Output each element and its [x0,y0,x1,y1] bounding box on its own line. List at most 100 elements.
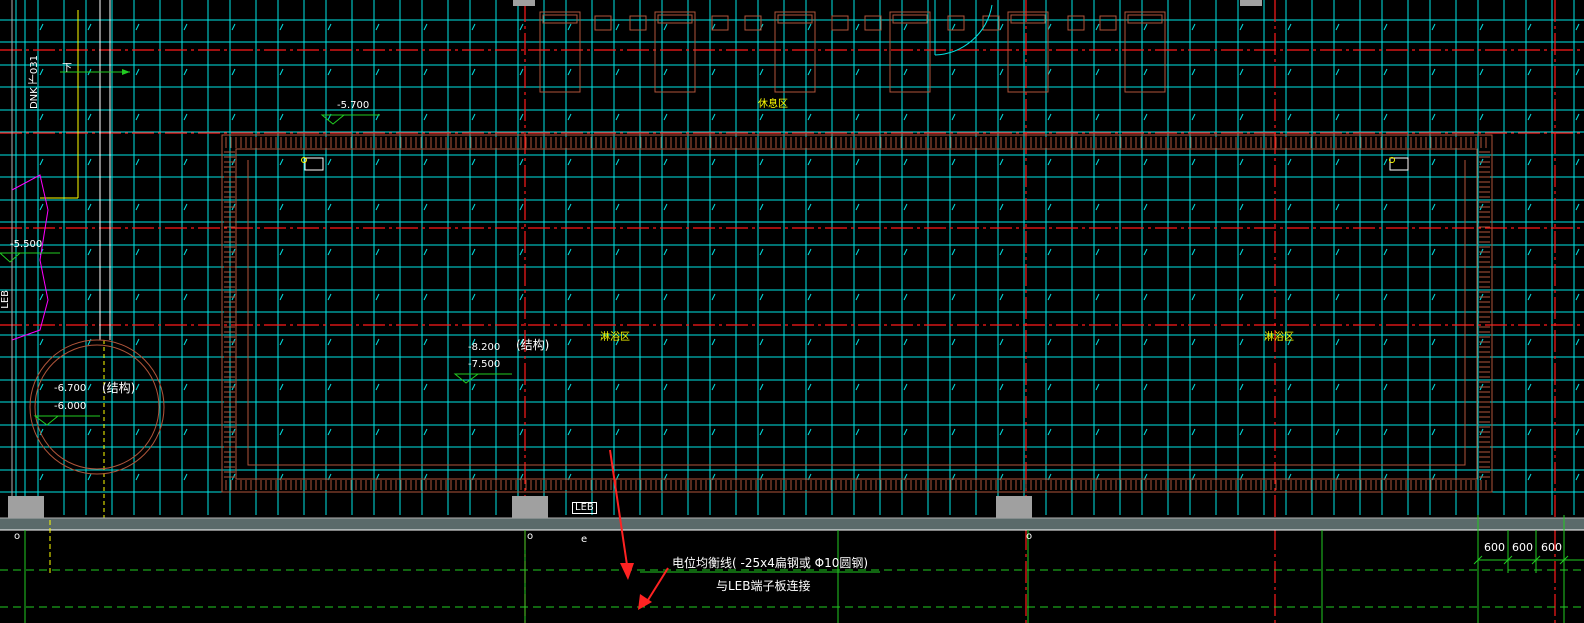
rebar-tick [1239,338,1244,346]
elevation-label-6: -6.000 [54,401,87,412]
rebar-tick [1527,338,1532,346]
rebar-tick [951,383,956,391]
rebar-tick [615,158,620,166]
rebar-tick [279,428,284,436]
rebar-tick [759,113,764,121]
rebar-tick [423,23,428,31]
rebar-tick [663,428,668,436]
axis-marker-4: o [1026,531,1033,542]
rebar-tick [1239,383,1244,391]
left-vertical-label-1: DNK 下031 [29,55,40,110]
axis-marker-3: e [581,534,588,545]
rebar-tick [1479,113,1484,121]
rebar-tick [1431,23,1436,31]
rebar-tick [951,248,956,256]
rebar-tick [1527,293,1532,301]
rebar-tick [1239,248,1244,256]
rebar-tick [1143,293,1148,301]
rebar-tick [663,23,668,31]
rebar-tick [231,23,236,31]
elevation-label-5: -6.700 [54,383,87,394]
rebar-tick [519,23,524,31]
rebar-tick [711,203,716,211]
rebar-tick [1287,158,1292,166]
rebar-tick [39,338,44,346]
rebar-tick [615,383,620,391]
rebar-tick [711,158,716,166]
wall-hatch [224,137,1490,490]
rebar-tick [183,23,188,31]
rebar-tick [327,68,332,76]
elevation-marker-triangles [0,114,512,426]
rebar-tick [711,428,716,436]
rebar-tick [903,158,908,166]
rebar-tick [183,113,188,121]
rebar-tick [1143,203,1148,211]
rebar-tick [999,23,1004,31]
rebar-tick [855,203,860,211]
rebar-tick [87,473,92,481]
rebar-tick [1191,428,1196,436]
rebar-tick [567,158,572,166]
rebar-tick [1527,23,1532,31]
rebar-tick [1095,113,1100,121]
rebar-tick [423,68,428,76]
rebar-tick [1287,203,1292,211]
rebar-tick [663,293,668,301]
rebar-tick [1575,68,1580,76]
rebar-tick [135,383,140,391]
rebar-tick [807,203,812,211]
rebar-tick [1335,338,1340,346]
rebar-tick [1479,68,1484,76]
rebar-tick [1143,23,1148,31]
rebar-tick [327,383,332,391]
rebar-tick [327,23,332,31]
leb-tag: LEB [572,502,597,514]
rebar-tick [1095,158,1100,166]
rebar-tick [1335,203,1340,211]
rebar-tick [1575,203,1580,211]
rebar-tick [279,23,284,31]
axis-marker-2: o [527,531,534,542]
rebar-tick [567,203,572,211]
rebar-tick [1383,203,1388,211]
rebar-tick [519,383,524,391]
rebar-tick [1335,248,1340,256]
rebar-tick [999,428,1004,436]
rebar-tick [471,428,476,436]
rebar-tick [423,293,428,301]
rebar-tick [1047,248,1052,256]
rebar-tick [903,293,908,301]
rebar-tick [183,203,188,211]
rebar-tick [567,338,572,346]
rebar-tick [903,248,908,256]
rebar-tick [1047,338,1052,346]
rebar-tick [855,338,860,346]
rebar-tick [1143,338,1148,346]
rebar-tick [39,23,44,31]
rebar-tick [1191,158,1196,166]
rebar-tick [1575,113,1580,121]
elevation-label-2: -5.500 [10,239,43,250]
rebar-tick [1143,428,1148,436]
rebar-tick [1335,158,1340,166]
rebar-tick [855,248,860,256]
rebar-tick [711,383,716,391]
rebar-tick [951,203,956,211]
rebar-tick [1095,248,1100,256]
rebar-tick [1287,338,1292,346]
rebar-tick [1383,158,1388,166]
rebar-tick [567,428,572,436]
zone-label-rest-area: 休息区 [758,99,788,110]
rebar-tick [471,338,476,346]
rebar-tick [39,428,44,436]
rebar-tick [663,68,668,76]
equipotential-note-line1: 电位均衡线( -25x4扁钢或 Φ10圆钢) [672,556,869,570]
rebar-tick [519,203,524,211]
rebar-tick [1335,293,1340,301]
rebar-tick [855,158,860,166]
structure-tag-1: (结构) [516,338,550,352]
rebar-tick [1095,23,1100,31]
rebar-tick [1335,428,1340,436]
